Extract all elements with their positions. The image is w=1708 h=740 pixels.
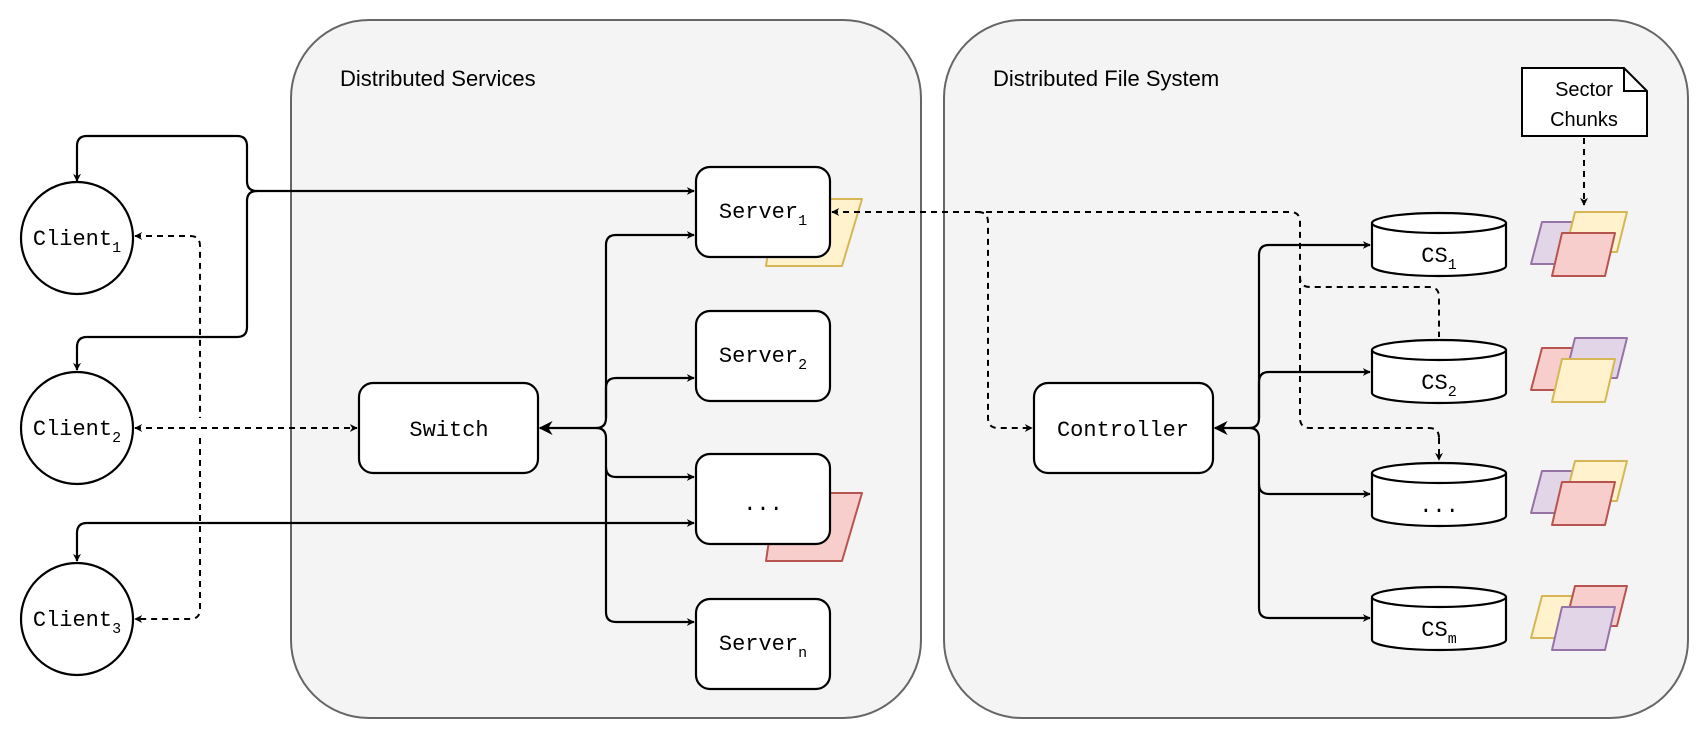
- svg-text:Server2: Server2: [719, 344, 807, 374]
- switch-node[interactable]: Switch: [357, 381, 540, 475]
- switch-server-links: [538, 231, 695, 626]
- server-n[interactable]: Servern: [694, 597, 832, 691]
- svg-text:Client2: Client2: [33, 417, 121, 447]
- distributed-file-system-label: Distributed File System: [993, 66, 1219, 91]
- note-line-1: Sector: [1555, 79, 1613, 101]
- client-server-links: [73, 134, 695, 562]
- client-3[interactable]: Client3: [19, 561, 135, 677]
- svg-text:Client1: Client1: [33, 227, 121, 257]
- controller-label: Controller: [1057, 418, 1189, 443]
- svg-text:Servern: Servern: [719, 632, 807, 662]
- chunkserver-m[interactable]: CSm: [1370, 585, 1508, 652]
- svg-text:CSm: CSm: [1421, 618, 1456, 648]
- svg-text:CS2: CS2: [1421, 371, 1456, 401]
- sector-chunks-note: Sector Chunks: [1521, 67, 1648, 137]
- cs1-chunks: [1530, 211, 1628, 277]
- client-2[interactable]: Client2: [19, 370, 135, 486]
- svg-text:...: ...: [1419, 494, 1459, 519]
- note-line-2: Chunks: [1550, 109, 1618, 131]
- distributed-file-system-group: [943, 19, 1689, 719]
- controller-chunkserver-links: [1213, 241, 1371, 622]
- distributed-services-label: Distributed Services: [340, 66, 536, 91]
- svg-text:Server1: Server1: [719, 200, 807, 230]
- client-2-label: Client: [33, 417, 112, 442]
- server-1[interactable]: Server1: [694, 165, 832, 259]
- chunkserver-1[interactable]: CS1: [1370, 211, 1508, 278]
- switch-label: Switch: [409, 418, 488, 443]
- svg-text:CS1: CS1: [1421, 244, 1456, 274]
- controller-node[interactable]: Controller: [1032, 381, 1215, 475]
- cs2-chunks: [1530, 337, 1628, 403]
- chunkserver-ellipsis[interactable]: ...: [1370, 461, 1508, 528]
- client-1-label: Client: [33, 227, 112, 252]
- chunkserver-2[interactable]: CS2: [1370, 338, 1508, 405]
- client-1[interactable]: Client1: [19, 180, 135, 296]
- cs-ellipsis-chunks: [1530, 460, 1628, 526]
- svg-text:Client3: Client3: [33, 608, 121, 638]
- csm-chunks: [1530, 585, 1628, 651]
- client-3-label: Client: [33, 608, 112, 633]
- server-ellipsis[interactable]: ...: [694, 452, 832, 546]
- dashed-links: [134, 138, 1588, 623]
- svg-text:...: ...: [743, 492, 783, 517]
- server-2[interactable]: Server2: [694, 309, 832, 403]
